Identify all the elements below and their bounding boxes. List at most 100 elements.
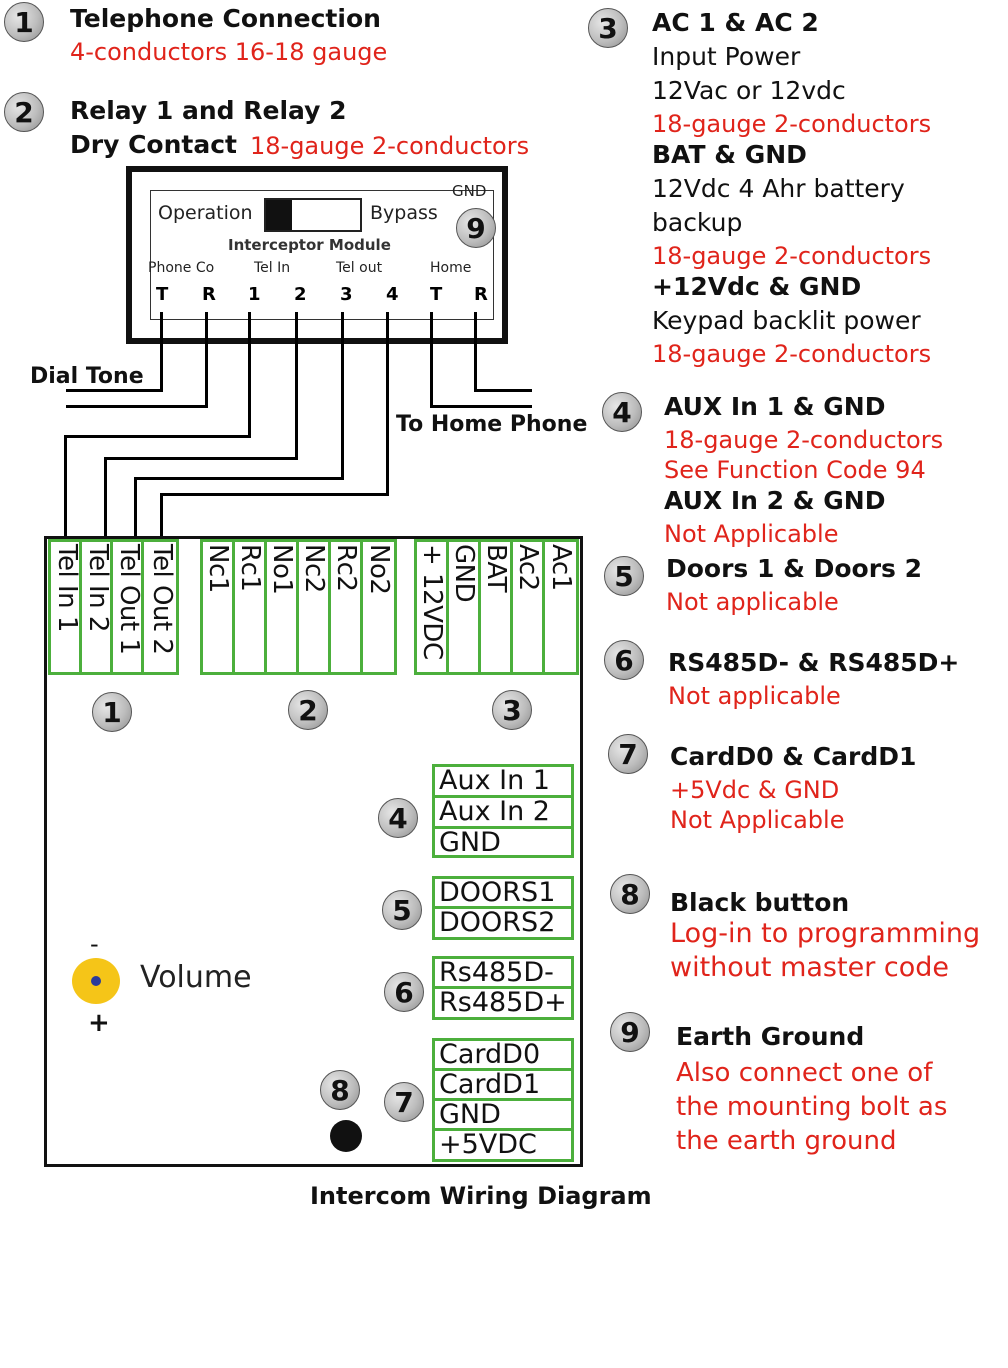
module-terminal-1: 1 [248,284,261,305]
note-4-badge: 4 [602,392,642,432]
volume-plus: + [88,1008,110,1038]
note-2-title: Relay 1 and Relay 2 [70,96,347,125]
board-badge-7: 7 [384,1082,424,1122]
module-name: Interceptor Module [228,236,391,254]
note-4-title2: AUX In 2 & GND [664,486,886,515]
note-8-title: Black button [670,888,850,917]
terminal-aux-gnd: GND [432,826,574,858]
bypass-label: Bypass [370,202,438,224]
note-2-badge: 2 [4,92,44,132]
module-badge-9: 9 [456,208,496,248]
terminal-nc1: Nc1 [203,544,233,593]
note-9-spec2: the mounting bolt as [676,1092,948,1122]
home-phone-label: To Home Phone [396,412,588,437]
module-terminal-phone-r: R [202,284,216,305]
group-tel-in: Tel In [254,260,291,276]
volume-knob[interactable] [72,958,120,1004]
terminal-12vdc: + 12VDC [417,544,447,660]
note-3-line1: Input Power [652,42,801,71]
note-1-title: Telephone Connection [70,4,381,33]
note-7-title: CardD0 & CardD1 [670,742,917,771]
note-5-spec: Not applicable [666,588,839,616]
terminal-nc2: Nc2 [299,544,329,593]
terminal-tel-out-2: Tel Out 2 [147,544,177,655]
note-4-title: AUX In 1 & GND [664,392,886,421]
note-8-spec2: without master code [670,952,949,983]
interceptor-module: Operation Bypass GND 9 Interceptor Modul… [126,166,508,344]
bypass-switch[interactable] [264,198,362,232]
note-3-badge: 3 [588,8,628,48]
terminal-rs485d-plus: Rs485D+ [432,986,574,1020]
board-badge-1: 1 [92,692,132,732]
terminal-carddo: CardD0 [432,1038,574,1071]
terminal-no1: No1 [267,544,297,595]
module-terminal-phone-t: T [156,284,169,305]
note-8-spec1: Log-in to programming [670,918,981,949]
volume-knob-dot [91,976,101,986]
note-4-spec3: Not Applicable [664,520,839,548]
board-badge-8: 8 [320,1070,360,1110]
terminal-ac2: Ac2 [513,544,543,591]
board-badge-2: 2 [288,690,328,730]
terminal-card-gnd: GND [432,1098,574,1131]
switch-knob [266,200,292,230]
note-3-title3: +12Vdc & GND [652,272,862,301]
terminal-tel-in-2: Tel In 2 [83,544,113,632]
note-9-spec3: the earth ground [676,1126,897,1156]
volume-label: Volume [140,960,252,995]
note-9-title: Earth Ground [676,1022,865,1051]
note-3-title: AC 1 & AC 2 [652,8,819,37]
terminal-tel-in-1: Tel In 1 [52,544,82,632]
group-home: Home [430,260,472,276]
terminal-rc1: Rc1 [235,544,265,592]
note-6-badge: 6 [604,640,644,680]
note-3-title2: BAT & GND [652,140,807,169]
intercom-board [44,536,583,1167]
note-9-badge: 9 [610,1012,650,1052]
note-7-badge: 7 [608,734,648,774]
board-badge-5: 5 [382,890,422,930]
board-badge-3: 3 [492,690,532,730]
note-3-line5: Keypad backlit power [652,306,921,335]
volume-minus: - [90,930,99,958]
note-7-spec1: +5Vdc & GND [670,776,840,804]
operation-label: Operation [158,202,253,224]
black-button[interactable] [330,1120,362,1152]
note-7-spec2: Not Applicable [670,806,845,834]
note-9-spec1: Also connect one of [676,1058,933,1088]
dial-tone-label: Dial Tone [30,364,144,389]
note-3-spec3: 18-gauge 2-conductors [652,340,932,368]
note-8-badge: 8 [610,874,650,914]
gnd-label: GND [452,182,487,200]
module-terminal-home-t: T [430,284,443,305]
group-tel-out: Tel out [336,260,383,276]
note-3-line3: 12Vdc 4 Ahr battery [652,174,905,203]
terminal-doors1: DOORS1 [432,876,574,909]
note-1-badge: 1 [4,2,44,42]
terminal-no2: No2 [364,544,394,595]
terminal-cardd1: CardD1 [432,1068,574,1101]
module-terminal-4: 4 [386,284,399,305]
terminal-tel-out-1: Tel Out 1 [114,544,144,655]
terminal-rs485d-minus: Rs485D- [432,956,574,989]
note-1-spec: 4-conductors 16-18 gauge [70,38,388,66]
module-terminal-3: 3 [340,284,353,305]
terminal-ac1: Ac1 [546,544,576,591]
note-4-spec2: See Function Code 94 [664,456,926,484]
note-5-badge: 5 [604,556,644,596]
note-2-spec: 18-gauge 2-conductors [250,132,530,160]
board-badge-6: 6 [384,972,424,1012]
note-3-line2: 12Vac or 12vdc [652,76,846,105]
terminal-aux-in-2: Aux In 2 [432,795,574,829]
note-5-title: Doors 1 & Doors 2 [666,554,923,583]
terminal-aux-in-1: Aux In 1 [432,764,574,798]
group-phone-co: Phone Co [148,260,215,276]
note-6-spec: Not applicable [668,682,841,710]
board-badge-4: 4 [378,798,418,838]
terminal-doors2: DOORS2 [432,906,574,940]
note-3-spec1: 18-gauge 2-conductors [652,110,932,138]
note-4-spec1: 18-gauge 2-conductors [664,426,944,454]
terminal-rc2: Rc2 [331,544,361,592]
note-3-spec2: 18-gauge 2-conductors [652,242,932,270]
module-terminal-home-r: R [474,284,488,305]
